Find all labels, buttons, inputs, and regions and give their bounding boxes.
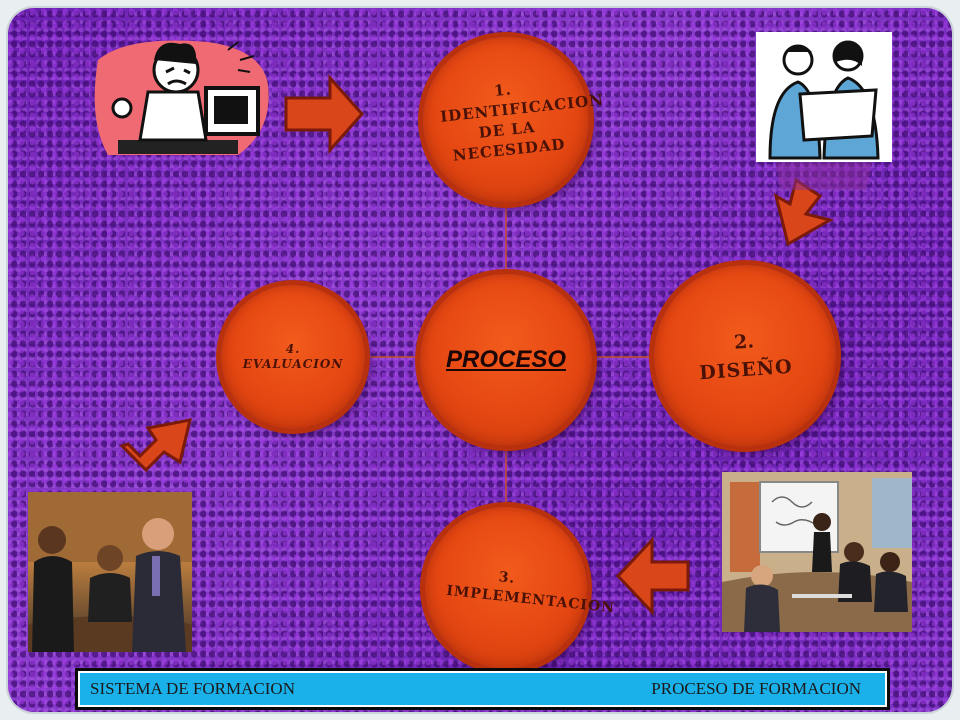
- center-label: PROCESO: [445, 346, 567, 373]
- step-4-number: 4.: [285, 342, 301, 356]
- step-1-number: 1.: [493, 80, 513, 101]
- footer-left-text: SISTEMA DE FORMACION: [90, 679, 295, 698]
- step-4-label: EVALUACION: [242, 357, 344, 371]
- step-2-number: 2.: [733, 330, 755, 354]
- arrow-left-icon: [615, 536, 690, 616]
- center-circle: PROCESO: [420, 274, 592, 446]
- step-4-circle: 4. EVALUACION: [221, 285, 365, 429]
- step-2-label: DISEÑO: [698, 355, 794, 385]
- frustrated-man-clipart: [88, 30, 278, 162]
- step-3-number: 3.: [497, 569, 517, 587]
- arrow-down-icon: [773, 177, 834, 247]
- footer-right-text: PROCESO DE FORMACION: [651, 679, 861, 698]
- whiteboard-meeting-photo: [722, 472, 912, 632]
- step-1-label: IDENTIFICACION DE LA NECESIDAD: [439, 90, 605, 165]
- arrow-up-right-icon: [119, 418, 192, 473]
- arrow-right-icon: [284, 74, 365, 154]
- footer-bar: SISTEMA DE FORMACION PROCESO DE FORMACIO…: [75, 668, 890, 710]
- people-reading-clipart: [756, 32, 892, 190]
- meeting-photo-left: [28, 492, 192, 652]
